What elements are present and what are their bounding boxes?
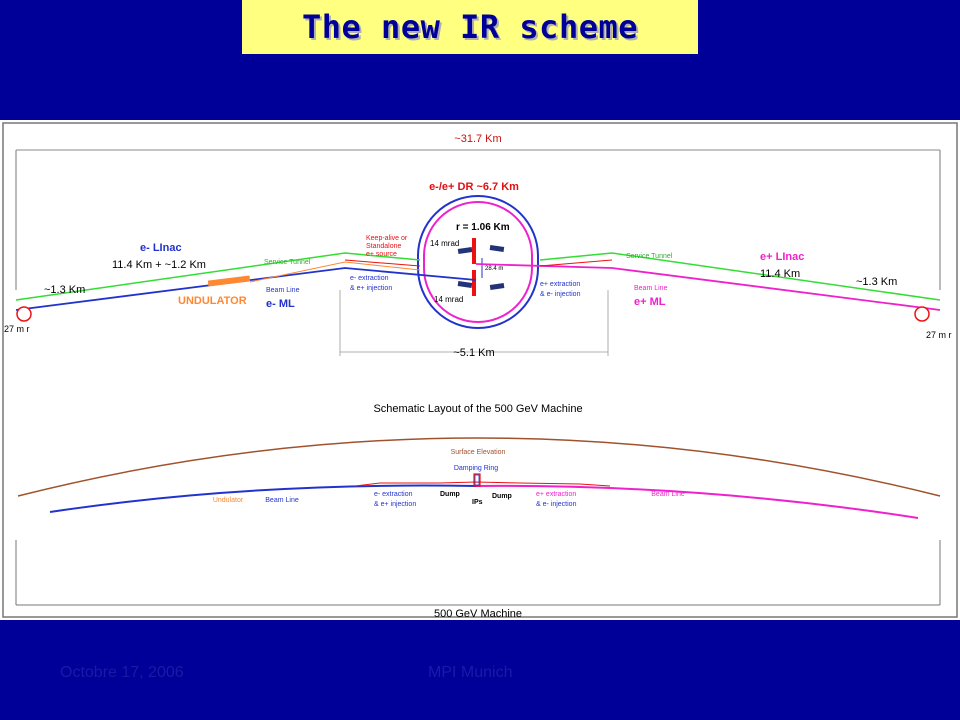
- left-end-length: ~1.3 Km: [44, 284, 85, 296]
- right-injection-label: & e- injection: [540, 291, 581, 298]
- footer-date: Octobre 17, 2006: [60, 664, 184, 681]
- ip-bar-bottom: [472, 270, 476, 296]
- right-extraction-label: e+ extraction: [540, 281, 580, 288]
- e-linac-length: 11.4 Km + ~1.2 Km: [112, 259, 206, 271]
- service-tunnel-left: [15, 252, 421, 301]
- keep-alive-label-1: Keep-alive or: [366, 235, 408, 242]
- turnaround-right: [914, 306, 930, 322]
- title-box: The new IR scheme: [242, 0, 698, 54]
- left-extraction-label: e- extraction: [350, 275, 389, 282]
- magnet-bottom-right: [489, 283, 505, 290]
- dr-label: e-/e+ DR ~6.7 Km: [429, 181, 519, 193]
- elevation-damping-ring-inner: [474, 474, 480, 486]
- mrad-top-label: 14 mrad: [430, 239, 459, 248]
- elevation-damping-ring: [473, 473, 481, 487]
- schematic-caption: Schematic Layout of the 500 GeV Machine: [373, 403, 582, 415]
- e-ml-label: e- ML: [266, 298, 295, 310]
- elevation-ext-left-2: & e+ injection: [374, 501, 416, 508]
- ip-bar-top: [472, 238, 476, 264]
- mrad-bottom-label: 14 mrad: [434, 295, 463, 304]
- radius-label: r = 1.06 Km: [456, 222, 510, 233]
- elevation-beam-line-left-label: Beam Line: [265, 497, 299, 504]
- outer-frame: [2, 122, 958, 618]
- right-service-tunnel-label: Service Tunnel: [626, 253, 673, 260]
- surface-elevation-curve: [17, 437, 941, 497]
- positron-transport-left: [249, 261, 421, 283]
- beam-line-right: [475, 263, 941, 311]
- magnet-top-right: [489, 245, 505, 252]
- left-injection-label: & e+ injection: [350, 285, 392, 292]
- gap-label: 28.4 m: [485, 266, 503, 272]
- keep-alive-label-2: Standalone: [366, 243, 402, 250]
- undulator-label: UNDULATOR: [178, 295, 247, 307]
- turnaround-left: [16, 306, 32, 322]
- right-end-length: ~1.3 Km: [856, 276, 897, 288]
- service-tunnel-right: [539, 252, 941, 301]
- magnet-top-left: [457, 247, 473, 254]
- elevation-beam-right: [475, 484, 919, 519]
- elevation-beam-left: [49, 484, 477, 513]
- e-plus-ml-label: e+ ML: [634, 296, 666, 308]
- right-transport-line: [539, 259, 613, 267]
- right-beam-line-label: Beam Line: [634, 285, 668, 292]
- elevation-dump-right: Dump: [492, 493, 512, 500]
- e-plus-linac-label: e+ LInac: [760, 251, 804, 263]
- beam-line-left: [15, 267, 477, 311]
- e-linac-label: e- LInac: [140, 242, 182, 254]
- left-beam-line-label: Beam Line: [266, 287, 300, 294]
- e-plus-linac-length: 11.4 Km: [760, 268, 800, 280]
- surface-elevation-label: Surface Elevation: [451, 449, 506, 456]
- undulator-block: [207, 275, 251, 287]
- left-turnaround-label: 27 m r: [4, 324, 30, 334]
- elevation-beam-line-right-label: Beam Line: [651, 491, 685, 498]
- right-turnaround-label: 27 m r: [926, 330, 952, 340]
- magnet-bottom-left: [457, 281, 473, 288]
- elevation-undulator-label: Undulator: [213, 497, 244, 504]
- slide-title: The new IR scheme: [301, 8, 638, 46]
- total-length-label: ~31.7 Km: [454, 133, 501, 145]
- keep-alive-label-3: e+ source: [366, 251, 397, 258]
- diagram-panel: ~31.7 Km e-/e+ DR ~6.7 Km r = 1.06 Km 14…: [0, 120, 960, 620]
- keep-alive-line: [344, 259, 421, 267]
- damping-ring-label: Damping Ring: [454, 465, 498, 472]
- damping-ring-outer: [417, 195, 539, 329]
- elevation-ips-label: IPs: [472, 499, 483, 506]
- elevation-ext-right-2: & e- injection: [536, 501, 577, 508]
- elevation-ext-left-1: e- extraction: [374, 491, 413, 498]
- dr-width-label: ~5.1 Km: [453, 347, 494, 359]
- elevation-caption: 500 GeV Machine: [434, 608, 522, 620]
- left-service-tunnel-label: Service Tunnel: [264, 259, 311, 266]
- damping-ring-inner: [423, 201, 533, 323]
- elevation-ext-right-1: e+ extraction: [536, 491, 576, 498]
- footer-place: MPI Munich: [428, 664, 513, 681]
- elevation-dump-left: Dump: [440, 491, 460, 498]
- ir-scheme-diagram: ~31.7 Km e-/e+ DR ~6.7 Km r = 1.06 Km 14…: [2, 122, 958, 620]
- elevation-transport: [354, 481, 611, 487]
